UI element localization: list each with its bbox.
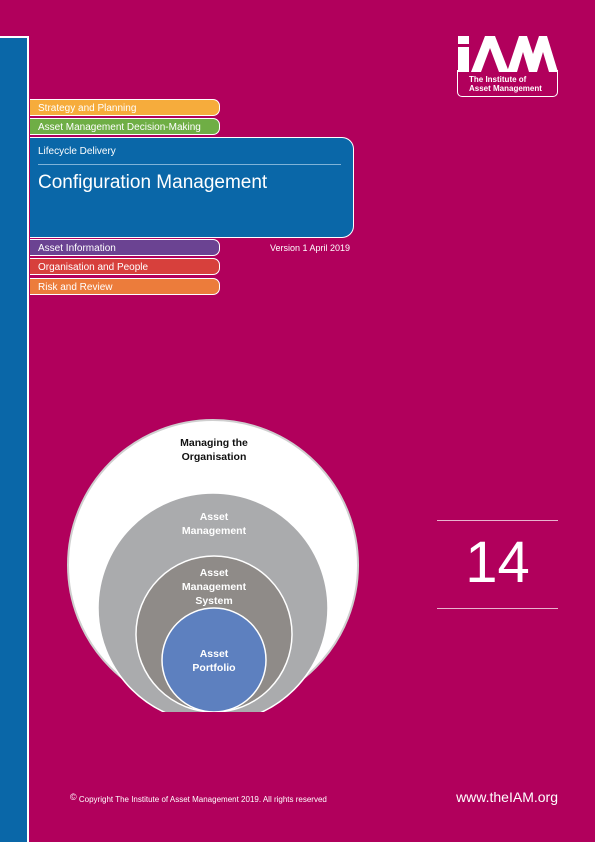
website-url[interactable]: www.theIAM.org [456,789,558,805]
number-top-rule [437,520,558,521]
copyright-symbol: © [70,792,77,802]
lifecycle-delivery-label: Lifecycle Delivery [38,146,116,157]
copyright-text: Copyright The Institute of Asset Managem… [78,795,327,804]
lifecycle-delivery-panel: Lifecycle Delivery Configuration Managem… [30,137,354,238]
logo-line-1: The Institute of [469,75,527,84]
tab-risk-and-review: Risk and Review [30,278,220,295]
tab-organisation-and-people: Organisation and People [30,258,220,275]
iam-logo-mark [458,36,558,72]
document-number: 14 [465,530,530,595]
left-spine-bar [0,36,29,842]
number-bottom-rule [437,608,558,609]
tab-strategy-and-planning: Strategy and Planning [30,99,220,116]
copyright-notice: © Copyright The Institute of Asset Manag… [70,792,327,804]
logo-text-box [457,70,558,97]
tab-decision-making: Asset Management Decision-Making [30,118,220,135]
concentric-circles [67,419,359,724]
tab-asset-information: Asset Information [30,239,220,256]
version-text: Version 1 April 2019 [270,243,351,253]
panel-divider [38,164,341,165]
iam-logo: The Institute of Asset Management [457,36,558,97]
document-title: Configuration Management [38,172,268,193]
logo-line-2: Asset Management [469,84,542,93]
